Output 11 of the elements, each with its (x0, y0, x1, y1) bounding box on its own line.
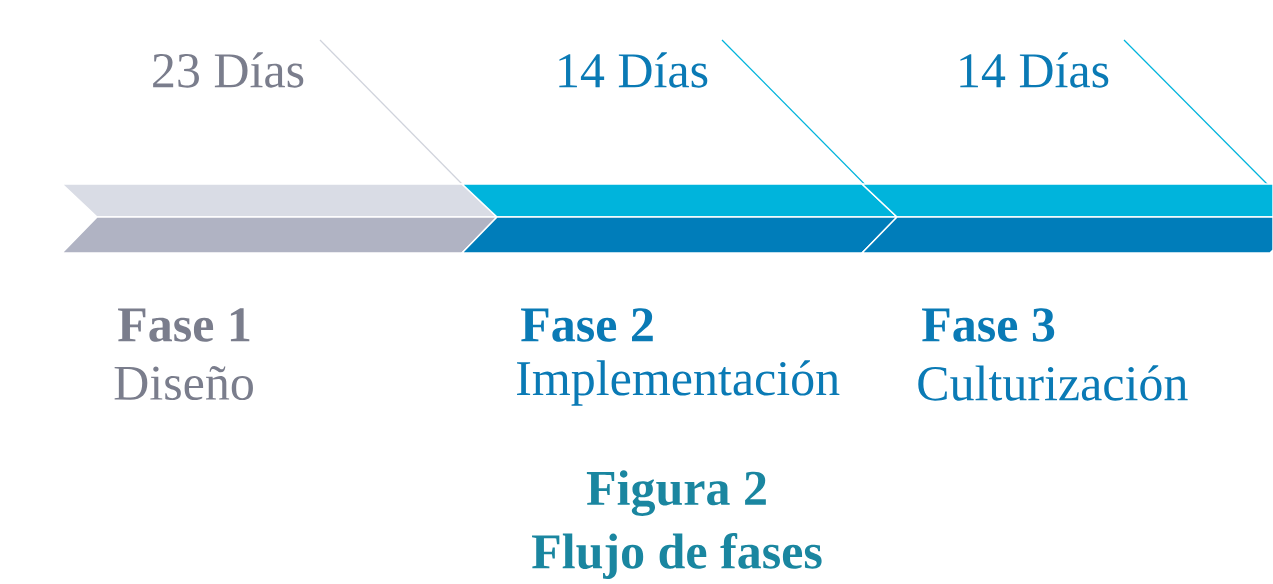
duration-label: 23 Días (153, 52, 304, 88)
duration-label: 14 Días (960, 52, 1109, 88)
phase-name: Culturización (918, 365, 1188, 401)
phase-heading: Fase 2 (521, 308, 653, 342)
phase-name: Diseño (114, 365, 253, 401)
phase-name: Implementación (517, 360, 840, 406)
phase-heading: Fase 3 (922, 308, 1055, 342)
phase-heading: Fase 1 (118, 308, 250, 342)
duration-label: 14 Días (559, 52, 708, 88)
figure-title: Figura 2 (586, 470, 766, 516)
figure-caption: Flujo de fases (532, 533, 822, 579)
